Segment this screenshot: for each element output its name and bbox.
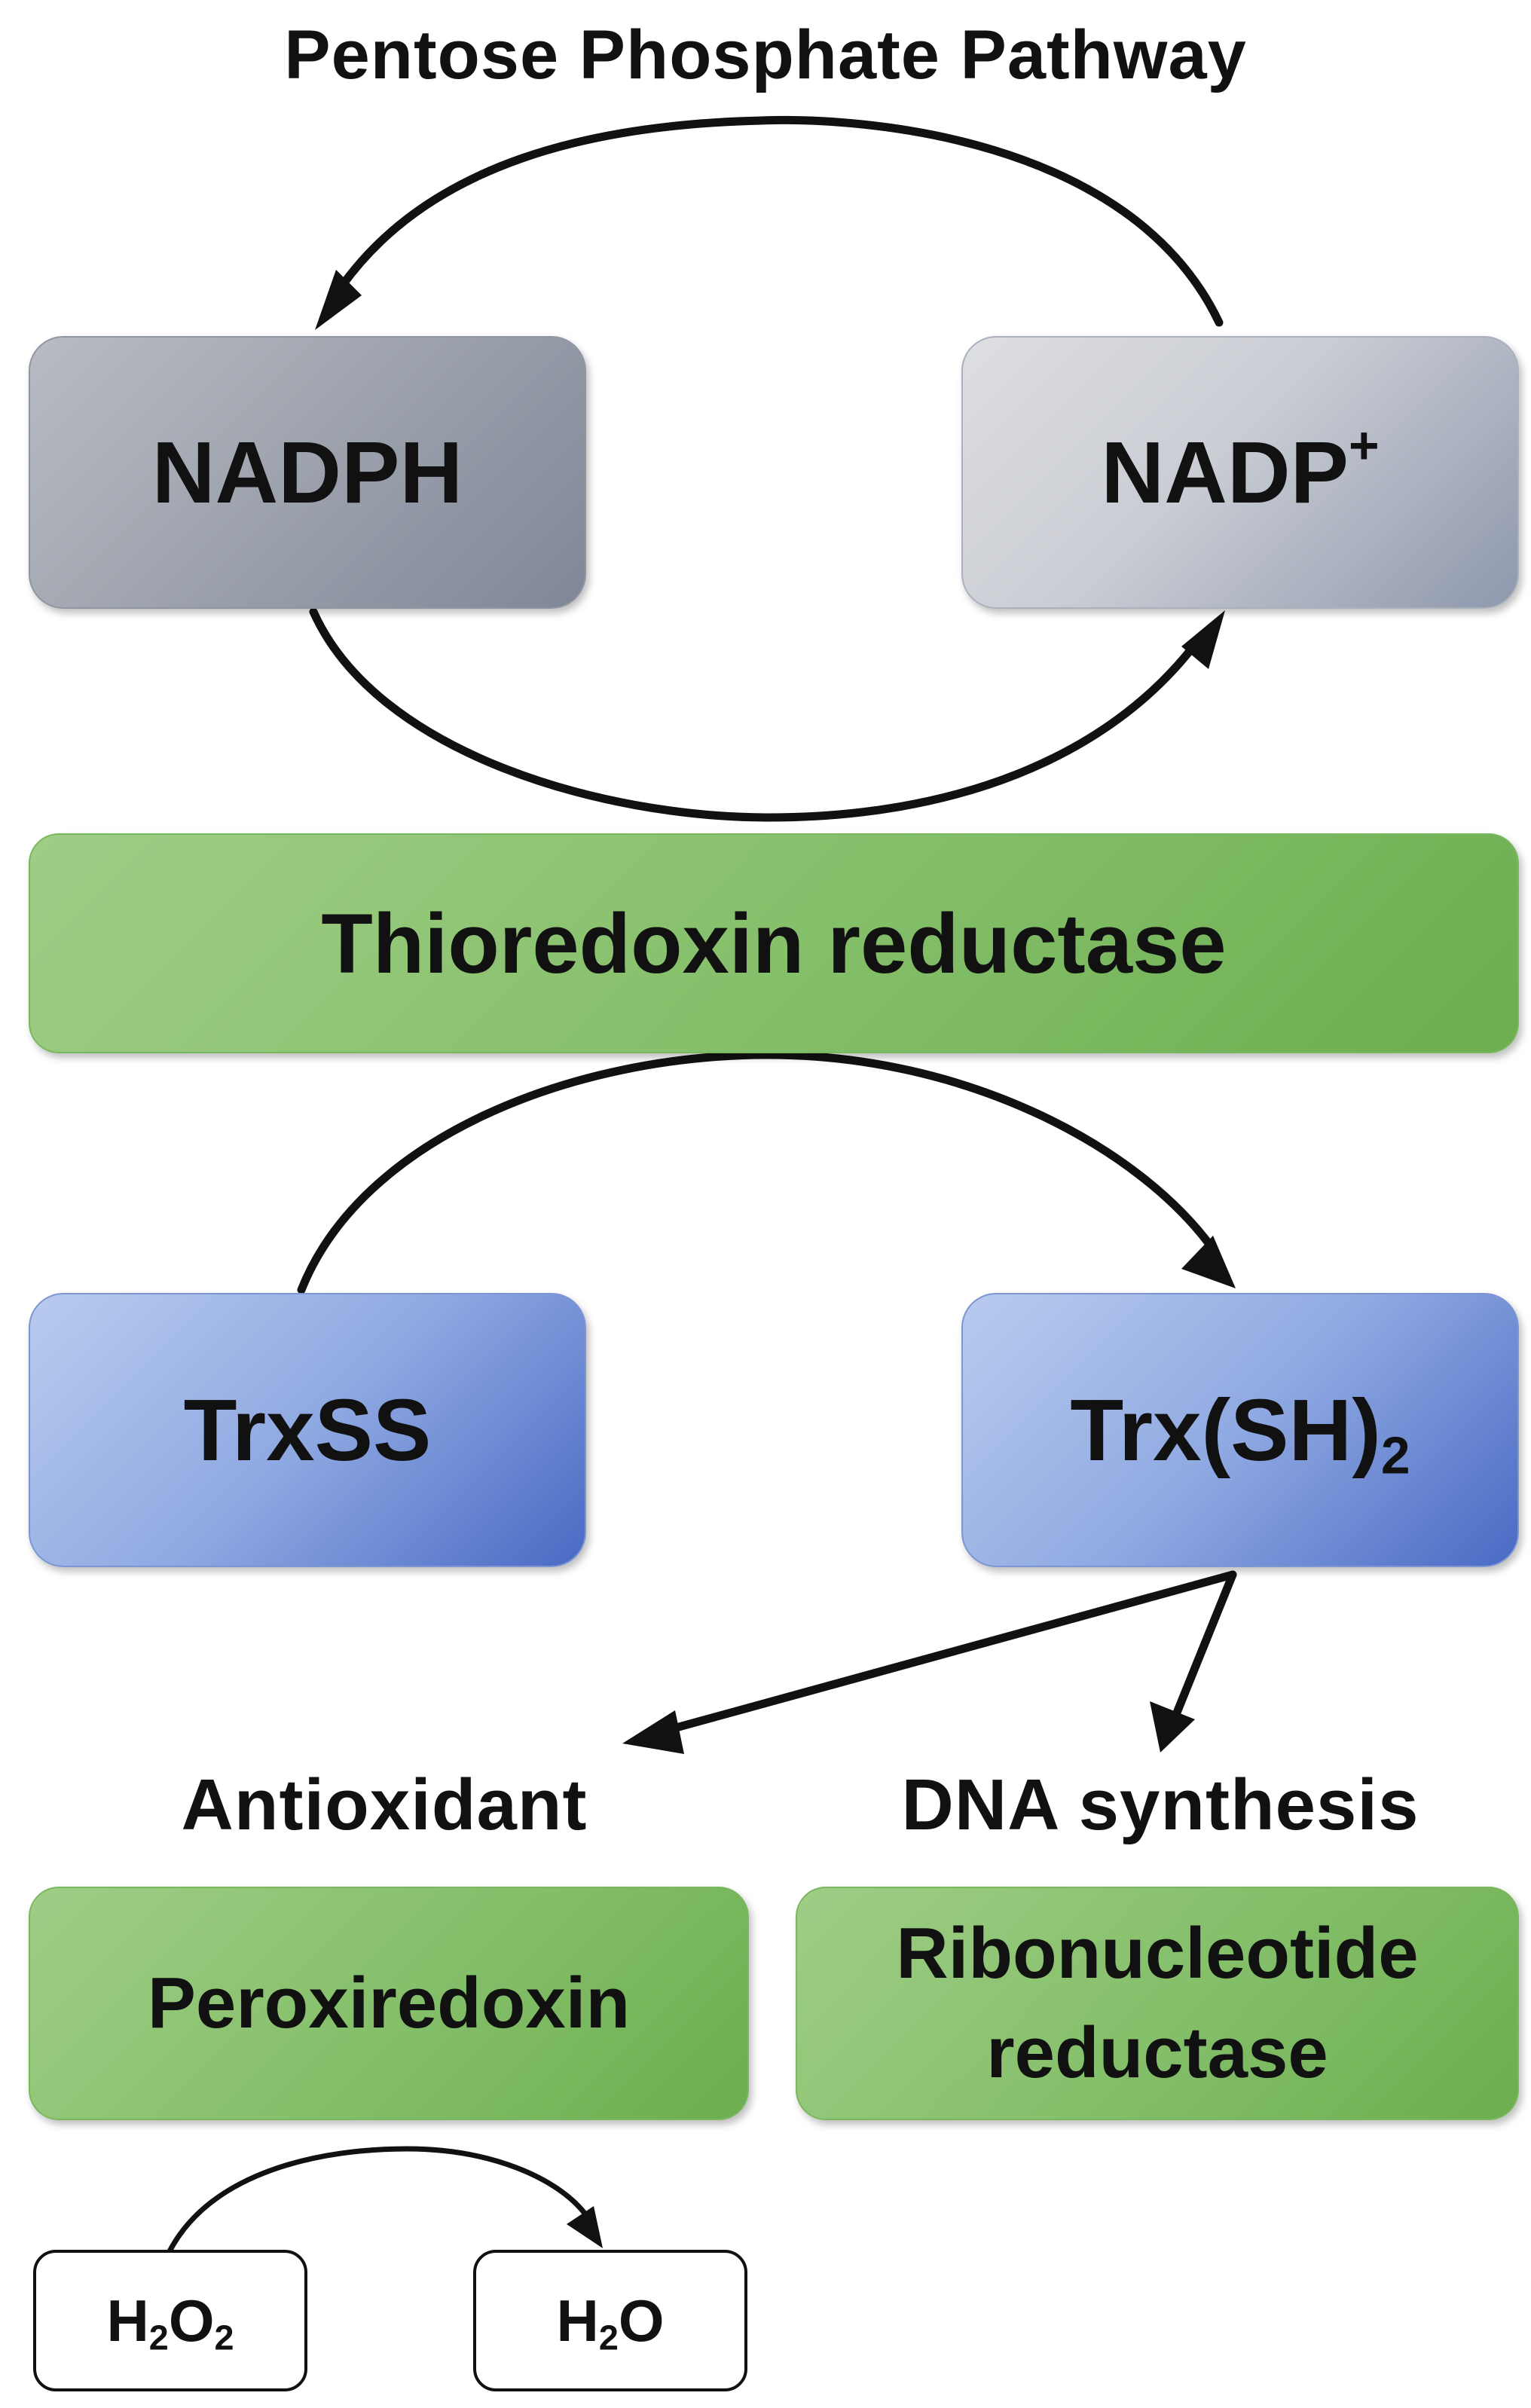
h2o2-box: H2O2 xyxy=(33,2250,307,2391)
trxss-box: TrxSS xyxy=(29,1293,586,1567)
h2o-box: H2O xyxy=(473,2250,747,2391)
arc-h2o2-to-h2o xyxy=(166,2146,589,2256)
arrowhead-antioxidant xyxy=(622,1710,684,1754)
arc-nadph-to-nadp xyxy=(309,607,1202,822)
line-to-antioxidant xyxy=(652,1570,1237,1737)
antioxidant-label: Antioxidant xyxy=(181,1765,588,1845)
nadph-label: NADPH xyxy=(151,423,463,521)
nadp-superscript: + xyxy=(1349,415,1380,475)
trxsh2-box: Trx(SH)2 xyxy=(961,1293,1519,1567)
dna-synthesis-label: DNA synthesis xyxy=(901,1765,1419,1845)
trxss-label: TrxSS xyxy=(183,1381,432,1479)
arc-nadp-to-nadph xyxy=(327,115,1224,327)
nadp-box: NADP+ xyxy=(961,336,1519,609)
h2o2-label: H2O2 xyxy=(106,2287,234,2358)
arc-trxss-to-trxsh2 xyxy=(297,1050,1218,1294)
trxsh2-label: Trx(SH)2 xyxy=(1070,1381,1410,1485)
arrowhead-nadp xyxy=(1181,610,1225,669)
trxsh2-subscript: 2 xyxy=(1380,1426,1410,1485)
peroxiredoxin-box: Peroxiredoxin xyxy=(29,1887,749,2120)
h2o-label: H2O xyxy=(556,2287,665,2358)
ribonucleotide-reductase-line2: reductase xyxy=(986,2012,1328,2093)
ribonucleotide-reductase-line1: Ribonucleotide xyxy=(896,1913,1419,1994)
thioredoxin-reductase-label: Thioredoxin reductase xyxy=(321,896,1227,991)
thioredoxin-reductase-box: Thioredoxin reductase xyxy=(29,833,1519,1053)
peroxiredoxin-label: Peroxiredoxin xyxy=(147,1963,631,2043)
arrowhead-trxsh2 xyxy=(1181,1236,1236,1288)
nadph-box: NADPH xyxy=(29,336,586,609)
arrowhead-h2o xyxy=(567,2206,603,2248)
diagram-title: Pentose Phosphate Pathway xyxy=(284,17,1247,93)
ribonucleotide-reductase-box: Ribonucleotide reductase xyxy=(796,1887,1519,2120)
arrowhead-dna-synthesis xyxy=(1150,1701,1195,1753)
arrowhead-nadph xyxy=(315,270,362,330)
line-to-dna-synthesis xyxy=(1171,1570,1237,1721)
nadp-label: NADP+ xyxy=(1101,415,1380,521)
